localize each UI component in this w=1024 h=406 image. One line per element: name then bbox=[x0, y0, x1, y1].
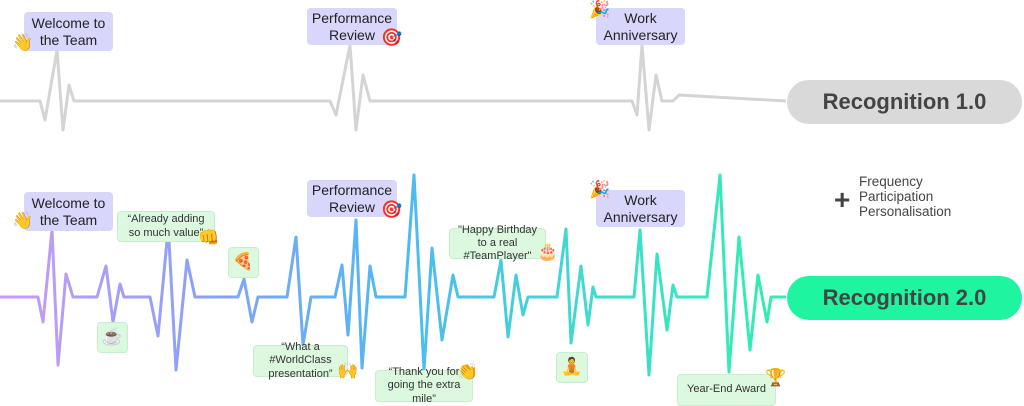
recognition-1-badge: Recognition 1.0 bbox=[787, 80, 1022, 124]
fist-icon: 👊 bbox=[198, 228, 220, 247]
extras-list: Frequency Participation Personalisation bbox=[859, 174, 951, 219]
extra-personalisation: Personalisation bbox=[859, 204, 952, 219]
target-icon: 🎯 bbox=[381, 200, 403, 219]
r2-welcome-milestone: Welcome to the Team bbox=[24, 192, 113, 231]
r2-work-anniversary-milestone: Work Anniversary bbox=[596, 190, 685, 227]
raised-hands-icon: 🙌 bbox=[337, 361, 359, 380]
extra-participation: Participation bbox=[859, 189, 934, 204]
note-worldclass-presentation: “What a #WorldClass presentation” bbox=[253, 341, 348, 380]
meditation-icon: 🧘 bbox=[556, 352, 588, 383]
coffee-icon: ☕ bbox=[97, 322, 128, 353]
birthday-cake-icon: 🎂 bbox=[537, 242, 559, 261]
note-already-adding-value: “Already adding so much value” bbox=[117, 211, 215, 242]
r1-work-anniversary-milestone: Work Anniversary bbox=[596, 8, 685, 45]
clapping-hands-icon: 👏 bbox=[457, 362, 479, 381]
target-icon: 🎯 bbox=[381, 28, 403, 47]
party-popper-icon: 🎉 bbox=[589, 0, 611, 19]
extra-frequency: Frequency bbox=[859, 174, 923, 189]
waving-hand-icon: 👋 bbox=[12, 211, 34, 230]
r2-performance-review-milestone: Performance Review bbox=[307, 180, 397, 217]
r1-welcome-milestone: Welcome to the Team bbox=[24, 12, 113, 51]
recognition-2-heartbeat-line bbox=[0, 173, 786, 377]
note-extra-mile: “Thank you for going the extra mile” bbox=[375, 366, 473, 405]
trophy-icon: 🏆 bbox=[765, 368, 787, 387]
note-happy-birthday: "Happy Birthday to a real #TeamPlayer" bbox=[449, 224, 546, 262]
plus-icon: + bbox=[834, 184, 851, 215]
party-popper-icon: 🎉 bbox=[589, 180, 611, 199]
recognition-1-heartbeat-line bbox=[0, 43, 787, 132]
pizza-icon: 🍕 bbox=[228, 247, 259, 278]
note-year-end-award: Year-End Award bbox=[677, 374, 776, 406]
waving-hand-icon: 👋 bbox=[12, 33, 34, 52]
recognition-2-badge: Recognition 2.0 bbox=[787, 276, 1022, 320]
r1-performance-review-milestone: Performance Review bbox=[307, 8, 397, 45]
